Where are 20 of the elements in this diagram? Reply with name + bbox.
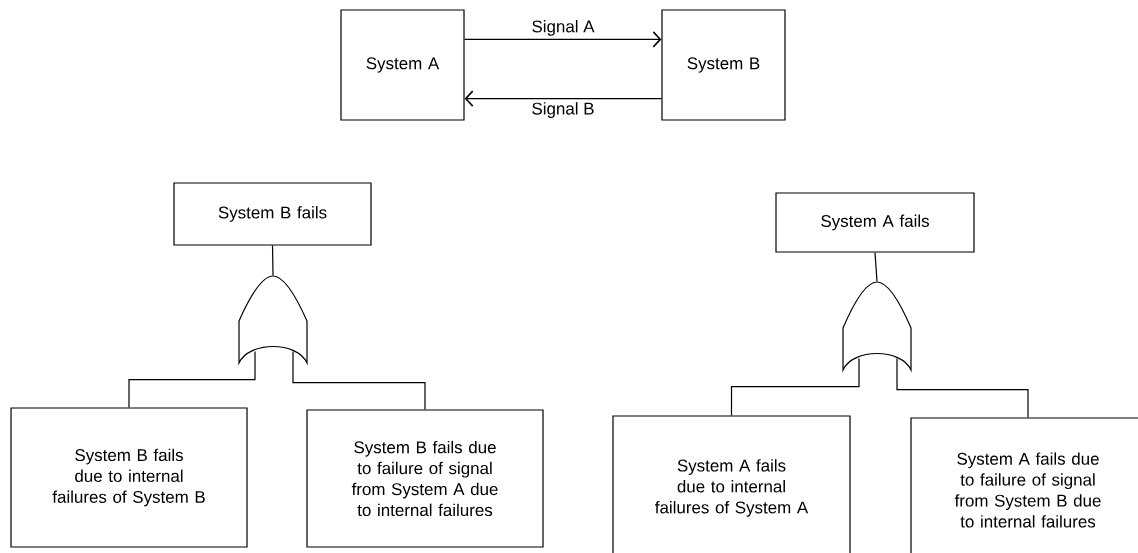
- or-gate: [842, 281, 912, 371]
- event-box: System A: [340, 9, 465, 121]
- connector-line: [730, 358, 860, 416]
- connector-line: [128, 351, 256, 408]
- connector-line: [292, 351, 426, 410]
- event-box: System A fails due to failure of signal from System B due to internal failures: [910, 417, 1138, 553]
- event-box: System B fails due to internal failures of System B: [10, 407, 248, 548]
- connector-line: [896, 358, 1029, 418]
- or-gate: [238, 275, 308, 364]
- connector-line: [874, 252, 878, 282]
- edge-label: Signal B: [532, 102, 594, 118]
- connector-line: [271, 245, 274, 276]
- arrow: [464, 90, 662, 107]
- event-box: System A fails due to internal failures of System A: [612, 415, 851, 553]
- event-box: System B fails: [173, 182, 372, 246]
- event-box: System B fails due to failure of signal from System A due to internal failures: [306, 409, 544, 548]
- arrow: [464, 31, 662, 48]
- edge-label: Signal A: [532, 20, 595, 36]
- event-box: System A fails: [775, 192, 975, 253]
- event-box: System B: [661, 9, 786, 121]
